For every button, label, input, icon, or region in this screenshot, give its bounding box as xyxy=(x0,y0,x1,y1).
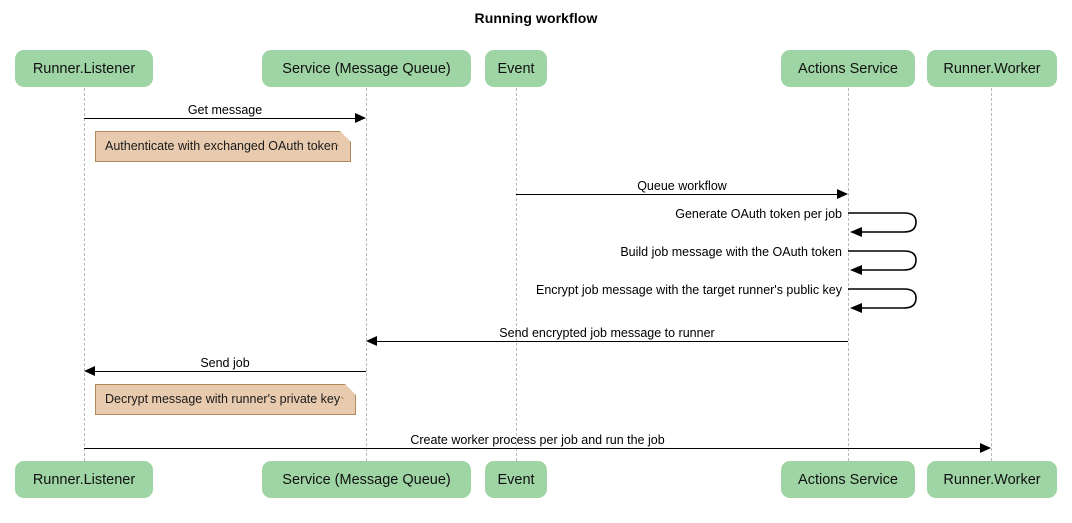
message-arrow-send-job xyxy=(95,371,366,372)
selfmessage-loop-build-job-message xyxy=(848,244,928,280)
participant-runner-worker-top[interactable]: Runner.Worker xyxy=(927,50,1057,87)
arrowhead-left-icon xyxy=(366,336,377,346)
lifeline-runner-listener xyxy=(84,88,85,461)
message-arrow-get-message xyxy=(84,118,355,119)
participant-event-top[interactable]: Event xyxy=(485,50,547,87)
participant-actions-service-top[interactable]: Actions Service xyxy=(781,50,915,87)
selfmessage-loop-encrypt-job-message xyxy=(848,282,928,318)
arrowhead-right-icon xyxy=(355,113,366,123)
note-fold-edge-icon xyxy=(341,384,356,399)
message-arrow-send-encrypted-job-message xyxy=(377,341,848,342)
message-label-send-encrypted-job-message: Send encrypted job message to runner xyxy=(499,326,715,340)
arrowhead-right-icon xyxy=(837,189,848,199)
participant-actions-service-bottom[interactable]: Actions Service xyxy=(781,461,915,498)
participant-service-message-queue-top[interactable]: Service (Message Queue) xyxy=(262,50,471,87)
note-fold-edge-icon xyxy=(336,131,351,146)
arrowhead-left-icon xyxy=(84,366,95,376)
selfmessage-loop-generate-oauth-token xyxy=(848,206,928,242)
note-text: Authenticate with exchanged OAuth token xyxy=(105,139,338,153)
message-label-send-job: Send job xyxy=(200,356,250,370)
selfmessage-label-encrypt-job-message: Encrypt job message with the target runn… xyxy=(535,283,842,297)
selfmessage-label-build-job-message: Build job message with the OAuth token xyxy=(620,245,842,259)
lifeline-service-message-queue xyxy=(366,88,367,461)
participant-runner-listener-bottom[interactable]: Runner.Listener xyxy=(15,461,153,498)
note-decrypt-message-private-key: Decrypt message with runner's private ke… xyxy=(95,384,356,415)
message-label-queue-workflow: Queue workflow xyxy=(637,179,727,193)
page-title: Running workflow xyxy=(474,10,598,26)
arrowhead-right-icon xyxy=(980,443,991,453)
selfmessage-label-generate-oauth-token: Generate OAuth token per job xyxy=(675,207,842,221)
message-arrow-create-worker-process xyxy=(84,448,980,449)
message-label-create-worker-process: Create worker process per job and run th… xyxy=(410,433,665,447)
note-text: Decrypt message with runner's private ke… xyxy=(105,392,341,406)
participant-event-bottom[interactable]: Event xyxy=(485,461,547,498)
lifeline-event xyxy=(516,88,517,461)
participant-service-message-queue-bottom[interactable]: Service (Message Queue) xyxy=(262,461,471,498)
note-authenticate-with-oauth-token: Authenticate with exchanged OAuth token xyxy=(95,131,351,162)
participant-runner-listener-top[interactable]: Runner.Listener xyxy=(15,50,153,87)
lifeline-runner-worker xyxy=(991,88,992,461)
lifeline-actions-service xyxy=(848,88,849,461)
message-arrow-queue-workflow xyxy=(516,194,837,195)
message-label-get-message: Get message xyxy=(187,103,263,117)
participant-runner-worker-bottom[interactable]: Runner.Worker xyxy=(927,461,1057,498)
